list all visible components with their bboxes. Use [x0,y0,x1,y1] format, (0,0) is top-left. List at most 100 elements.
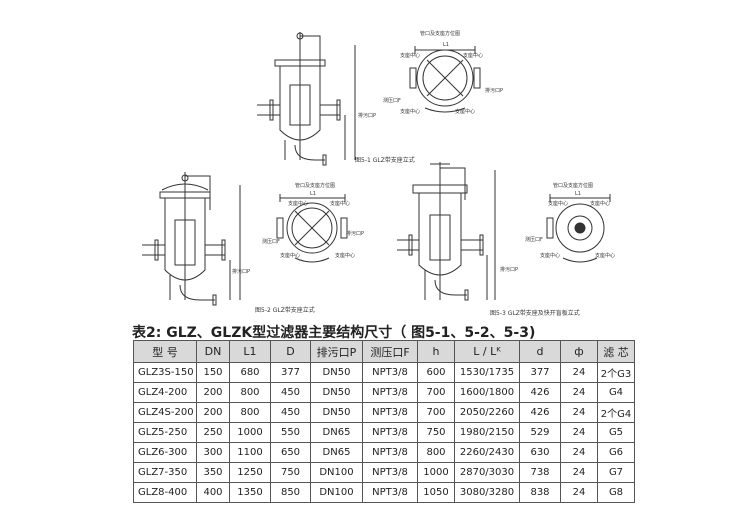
header-filter-element: 滤 芯 [597,340,635,363]
table-cell: DN65 [310,442,363,463]
table-cell: 2260/2430 [454,442,520,463]
table-cell: 850 [270,482,311,503]
table-cell: G6 [597,442,635,463]
table-cell: 550 [270,422,311,443]
table-cell: 3080/3280 [454,482,520,503]
table-header-row: 型 号 DN L1 D 排污口P 测压口F h L / Lᴷ d ф 滤 芯 [133,340,635,363]
header-dn: DN [196,340,230,363]
table-cell: 1000 [229,422,271,443]
label-l1: L1 [310,191,316,197]
table-cell: 600 [417,362,455,383]
label-drain-port: 排污口P [346,231,365,237]
figure-5-1-top-view-title: 管口及支座方位图 [420,31,461,37]
figure-5-1-side-view [255,30,365,170]
table-cell: 300 [196,442,230,463]
table-cell: 2870/3030 [454,462,520,483]
header-drain-port: 排污口P [310,340,363,363]
table-cell: DN50 [310,362,363,383]
label-drain-port: 排污口P [485,88,504,94]
label-l1: L1 [443,42,449,48]
table-cell: G7 [597,462,635,483]
table-cell: 250 [196,422,230,443]
label-support-center: 支座中心 [280,253,301,259]
table-cell: G8 [597,482,635,503]
table-cell: 680 [229,362,271,383]
header-d-small: d [519,340,561,363]
table-cell: DN50 [310,402,363,423]
table-cell: 1980/2150 [454,422,520,443]
label-support-center: 支座中心 [590,201,611,207]
table-cell: 24 [560,422,598,443]
table-cell: NPT3/8 [362,362,418,383]
label-support-center: 支座中心 [595,253,616,259]
table-cell: 450 [270,402,311,423]
table-cell: GLZ4S-200 [133,402,197,423]
table-cell: 800 [417,442,455,463]
header-h: h [417,340,455,363]
table-cell: 24 [560,382,598,403]
table-cell: 1100 [229,442,271,463]
table-cell: GLZ6-300 [133,442,197,463]
label-pressure-port: 测压口F [262,239,280,245]
table-cell: G4 [597,382,635,403]
table-cell: 24 [560,462,598,483]
table-cell: 2050/2260 [454,402,520,423]
table-cell: GLZ3S-150 [133,362,197,383]
table-title: 表2: GLZ、GLZK型过滤器主要结构尺寸（ 图5-1、5-2、5-3) [132,325,536,341]
label-drain-port: 排污口P [500,267,519,273]
table-cell: 150 [196,362,230,383]
table-cell: 650 [270,442,311,463]
table-cell: 377 [270,362,311,383]
figure-5-3-top-view [535,190,625,265]
label-support-center: 支座中心 [540,253,561,259]
table-cell: 24 [560,402,598,423]
label-l1: L1 [575,191,581,197]
table-cell: 1050 [417,482,455,503]
table-cell: NPT3/8 [362,382,418,403]
table-cell: 1250 [229,462,271,483]
label-support-center: 支座中心 [548,201,569,207]
table-cell: 1530/1735 [454,362,520,383]
table-cell: 1000 [417,462,455,483]
figure-5-3-caption: 图5-3 GLZ带支座及快开盲板立式 [490,310,580,317]
table-cell: 426 [519,382,561,403]
figure-5-3-side-view [395,160,505,305]
table-cell: 200 [196,402,230,423]
table-cell: G5 [597,422,635,443]
label-support-center: 支座中心 [330,201,351,207]
table-cell: 700 [417,382,455,403]
label-pressure-port: 测压口F [383,98,401,104]
table-cell: NPT3/8 [362,482,418,503]
table-cell: NPT3/8 [362,462,418,483]
table-cell: DN50 [310,382,363,403]
label-support-center: 支座中心 [400,53,421,59]
table-cell: 738 [519,462,561,483]
table-cell: GLZ7-350 [133,462,197,483]
table-cell: 377 [519,362,561,383]
table-cell: 630 [519,442,561,463]
table-cell: 24 [560,442,598,463]
figure-5-2-top-view-title: 管口及支座方位图 [295,183,336,189]
table-cell: 426 [519,402,561,423]
table-cell: 24 [560,482,598,503]
figure-5-2-side-view [140,170,250,310]
table-cell: 1350 [229,482,271,503]
table-cell: NPT3/8 [362,402,418,423]
table-cell: 24 [560,362,598,383]
dimensions-table: 型 号 DN L1 D 排污口P 测压口F h L / Lᴷ d ф 滤 芯 G… [133,340,635,503]
table-cell: GLZ5-250 [133,422,197,443]
table-cell: NPT3/8 [362,442,418,463]
header-model: 型 号 [133,340,197,363]
table-cell: 800 [229,382,271,403]
table-cell: GLZ4-200 [133,382,197,403]
table-cell: DN65 [310,422,363,443]
table-cell: 700 [417,402,455,423]
figure-5-2-top-view [265,190,360,265]
table-cell: 200 [196,382,230,403]
